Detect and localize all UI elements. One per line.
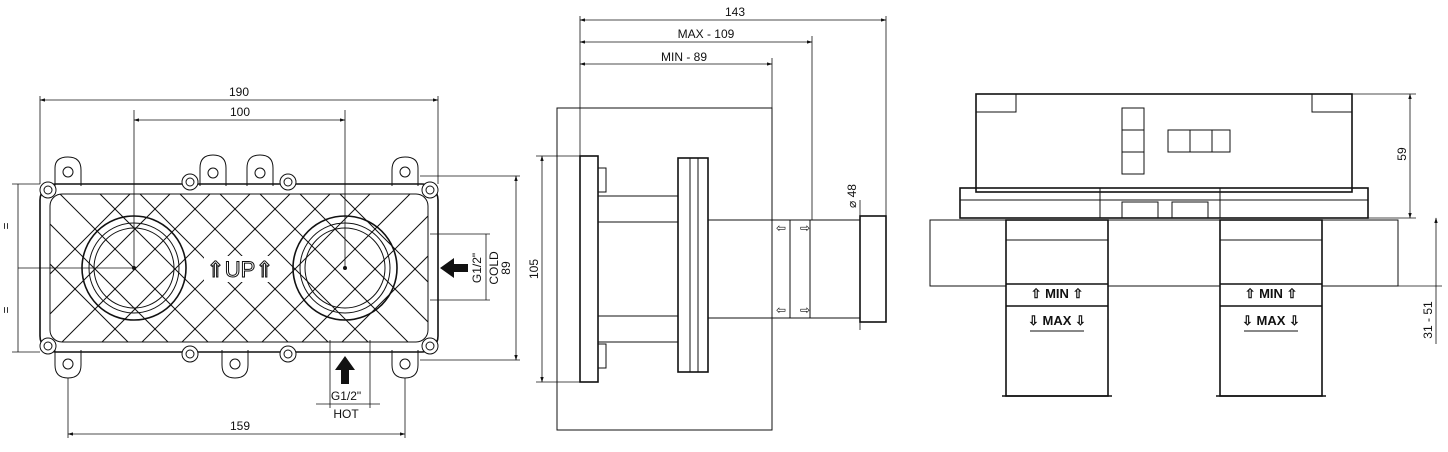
cold-inlet-label: COLD: [487, 251, 501, 285]
front-view: ⇑UP⇑ 190 100 159 = = 89 G1/2": [0, 85, 520, 438]
rear-view: ⇧ MIN ⇧ ⇩ MAX ⇩ ⇧ MIN ⇧ ⇩ MAX ⇩ 59 31 - …: [929, 93, 1442, 397]
dim-max-depth: MAX - 109: [678, 27, 735, 41]
max-label-right: ⇩ MAX ⇩: [1242, 313, 1300, 328]
dim-height: 89: [499, 261, 513, 275]
screws: [39, 173, 439, 363]
hot-inlet-size: G1/2": [331, 389, 361, 403]
cold-inlet-arrow: [440, 258, 468, 278]
hot-inlet-arrow: [335, 356, 355, 384]
dim-diameter: ⌀ 48: [845, 184, 859, 208]
valve-box: [975, 93, 1353, 193]
dim-overall-depth: 143: [725, 5, 745, 19]
dim-equal-top: =: [0, 222, 13, 229]
dim-equal-bottom: =: [0, 306, 13, 313]
dim-side-height: 105: [527, 259, 541, 279]
up-mark: ⇑UP⇑: [206, 257, 273, 282]
min-label-right: ⇧ MIN ⇧: [1245, 286, 1298, 301]
cold-inlet-size: G1/2": [470, 253, 484, 283]
side-view: ⇦ ⇨ ⇦ ⇨ 143 MAX - 109 MIN - 89 105 ⌀ 48: [527, 5, 887, 431]
hot-inlet-label: HOT: [333, 407, 359, 421]
svg-text:⇦: ⇦: [776, 221, 786, 235]
min-label-left: ⇧ MIN ⇧: [1031, 286, 1084, 301]
dim-min-depth: MIN - 89: [661, 50, 707, 64]
svg-text:⇨: ⇨: [800, 303, 810, 317]
svg-text:⇨: ⇨: [800, 221, 810, 235]
svg-text:⇦: ⇦: [776, 303, 786, 317]
max-label-left: ⇩ MAX ⇩: [1028, 313, 1086, 328]
rear-wall-section: [929, 219, 1399, 287]
dim-overall-width: 190: [229, 85, 249, 99]
dim-rear-height: 59: [1395, 147, 1409, 161]
dim-mount-width: 159: [230, 419, 250, 433]
dim-center-distance: 100: [230, 105, 250, 119]
dim-rear-range: 31 - 51: [1421, 301, 1435, 339]
